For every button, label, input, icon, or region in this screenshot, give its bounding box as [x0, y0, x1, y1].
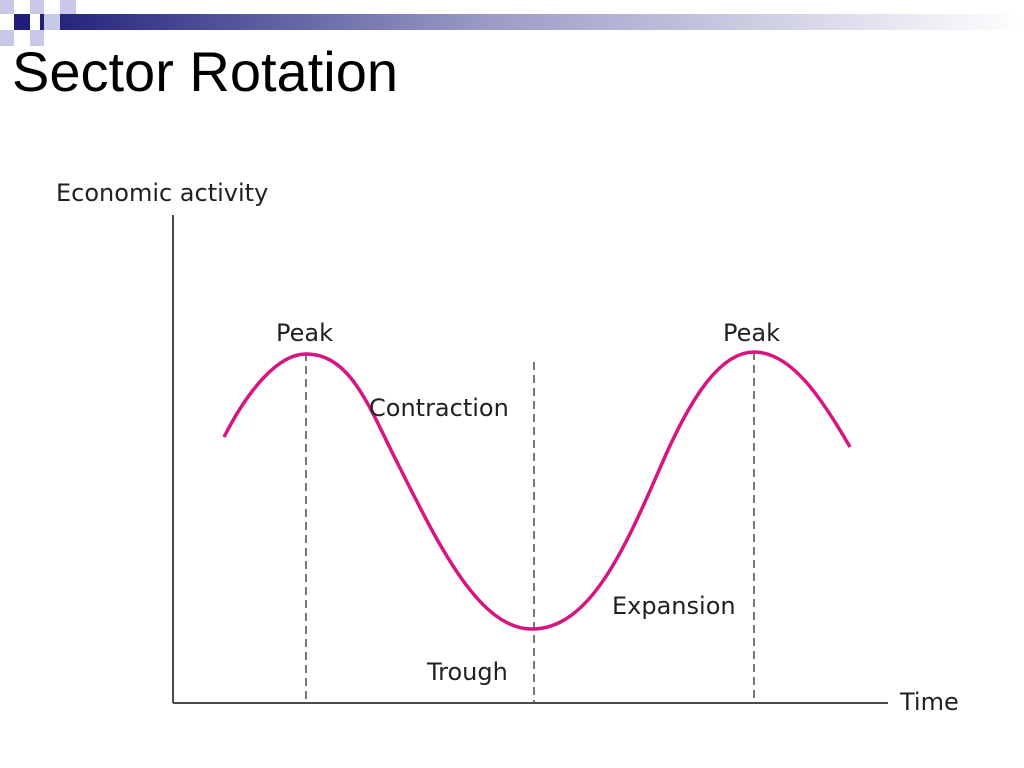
header-square [30, 0, 44, 14]
contraction-label: Contraction [369, 394, 509, 422]
peak-right-label: Peak [723, 319, 780, 347]
header-square [60, 0, 76, 14]
header-bar [0, 0, 1024, 46]
y-axis-label: Economic activity [56, 179, 268, 207]
cycle-curve [222, 350, 852, 631]
header-square [44, 14, 60, 30]
header-gradient-band [40, 14, 1024, 30]
header-square [0, 0, 14, 14]
trough-label: Trough [426, 658, 508, 686]
peak-left-label: Peak [276, 319, 333, 347]
header-square [0, 30, 14, 46]
expansion-label: Expansion [612, 592, 736, 620]
slide-title: Sector Rotation [12, 40, 398, 103]
x-axis-label: Time [899, 688, 959, 716]
header-square [30, 30, 44, 46]
header-square [14, 14, 30, 30]
